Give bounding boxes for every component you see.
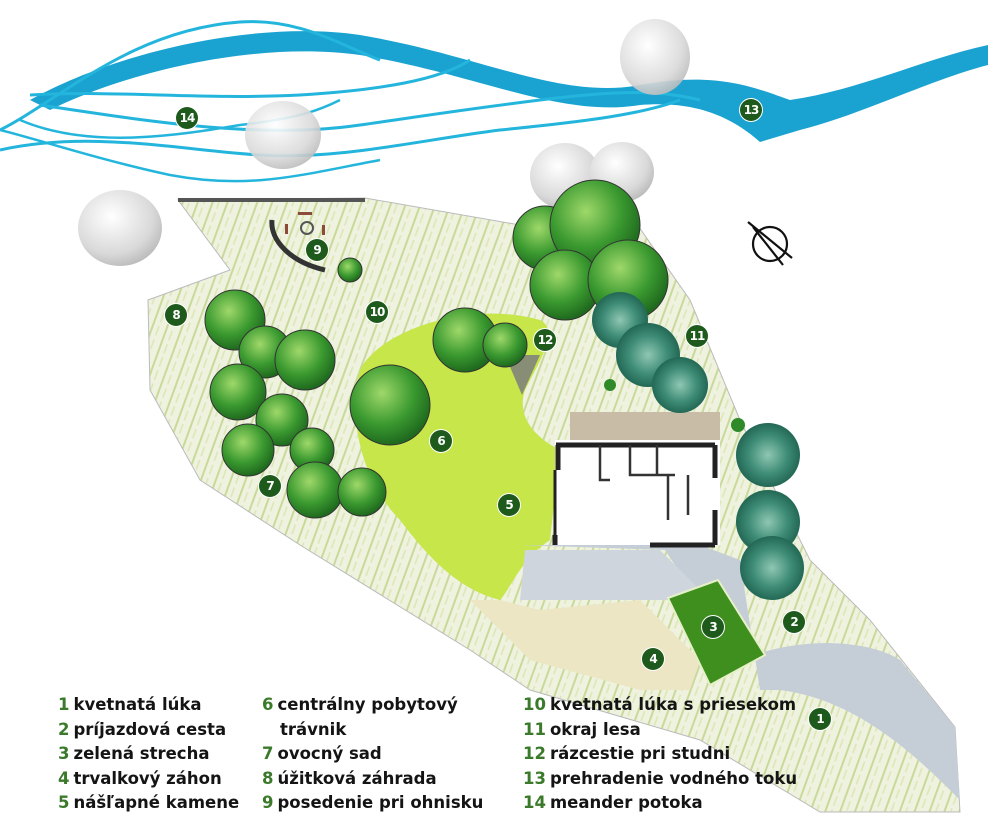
legend-label: ovocný sad <box>277 744 382 764</box>
stream-main-channel <box>30 31 988 142</box>
legend-label: rázcestie pri studni <box>549 744 731 764</box>
legend-number: 6 <box>262 695 274 714</box>
legend-number: 14 <box>523 793 546 813</box>
legend-number: 3 <box>58 744 70 764</box>
marker-9: 9 <box>306 239 328 261</box>
legend-number: 9 <box>262 793 274 813</box>
legend-label: zelená strecha <box>73 744 210 764</box>
stream <box>0 20 988 183</box>
marker-6: 6 <box>430 430 452 452</box>
legend-label: meander potoka <box>549 793 703 813</box>
marker-4: 4 <box>642 648 664 670</box>
fire-pit-seating <box>269 212 326 273</box>
house-floorplan <box>552 412 720 548</box>
marker-1: 1 <box>809 708 831 730</box>
legend-number: 11 <box>523 719 546 739</box>
legend-label: trvalkový záhon <box>73 768 222 788</box>
legend-label: centrálny pobytový <box>277 695 458 714</box>
forest-edge-trees <box>592 292 804 600</box>
legend-number: 1 <box>58 695 70 714</box>
marker-5: 5 <box>498 494 520 516</box>
legend-number: 12 <box>523 744 546 764</box>
marker-12: 12 <box>534 329 556 351</box>
legend-label: úžitková záhrada <box>277 768 437 788</box>
legend-label: posedenie pri ohnisku <box>277 793 484 813</box>
legend-number: 10 <box>523 695 546 714</box>
driveway <box>520 545 960 800</box>
legend-label: príjazdová cesta <box>73 719 227 739</box>
legend-label: prehradenie vodného toku <box>549 768 798 788</box>
legend-number: 5 <box>58 793 70 813</box>
legend-label: trávnik <box>280 719 347 739</box>
legend-item-continuation: trávnik <box>262 718 483 743</box>
legend-number: 13 <box>523 768 546 788</box>
legend-number: 2 <box>58 719 70 739</box>
marker-13: 13 <box>740 99 762 121</box>
marker-7: 7 <box>259 475 281 497</box>
perennial-bed <box>470 600 700 690</box>
legend-label: okraj lesa <box>549 719 641 739</box>
legend-label: kvetnatá lúka <box>73 695 202 714</box>
legend-label: kvetnatá lúka s priesekom <box>549 695 797 714</box>
marker-14: 14 <box>176 107 198 129</box>
legend-number: 7 <box>262 744 274 764</box>
marker-8: 8 <box>165 304 187 326</box>
legend-label: nášľapné kamene <box>73 793 240 813</box>
marker-2: 2 <box>783 611 805 633</box>
legend-number: 4 <box>58 768 70 788</box>
north-arrow-circle-icon <box>747 221 793 266</box>
marker-3: 3 <box>702 616 724 638</box>
legend-number: 8 <box>262 768 274 788</box>
marker-10: 10 <box>366 301 388 323</box>
marker-11: 11 <box>686 325 708 347</box>
